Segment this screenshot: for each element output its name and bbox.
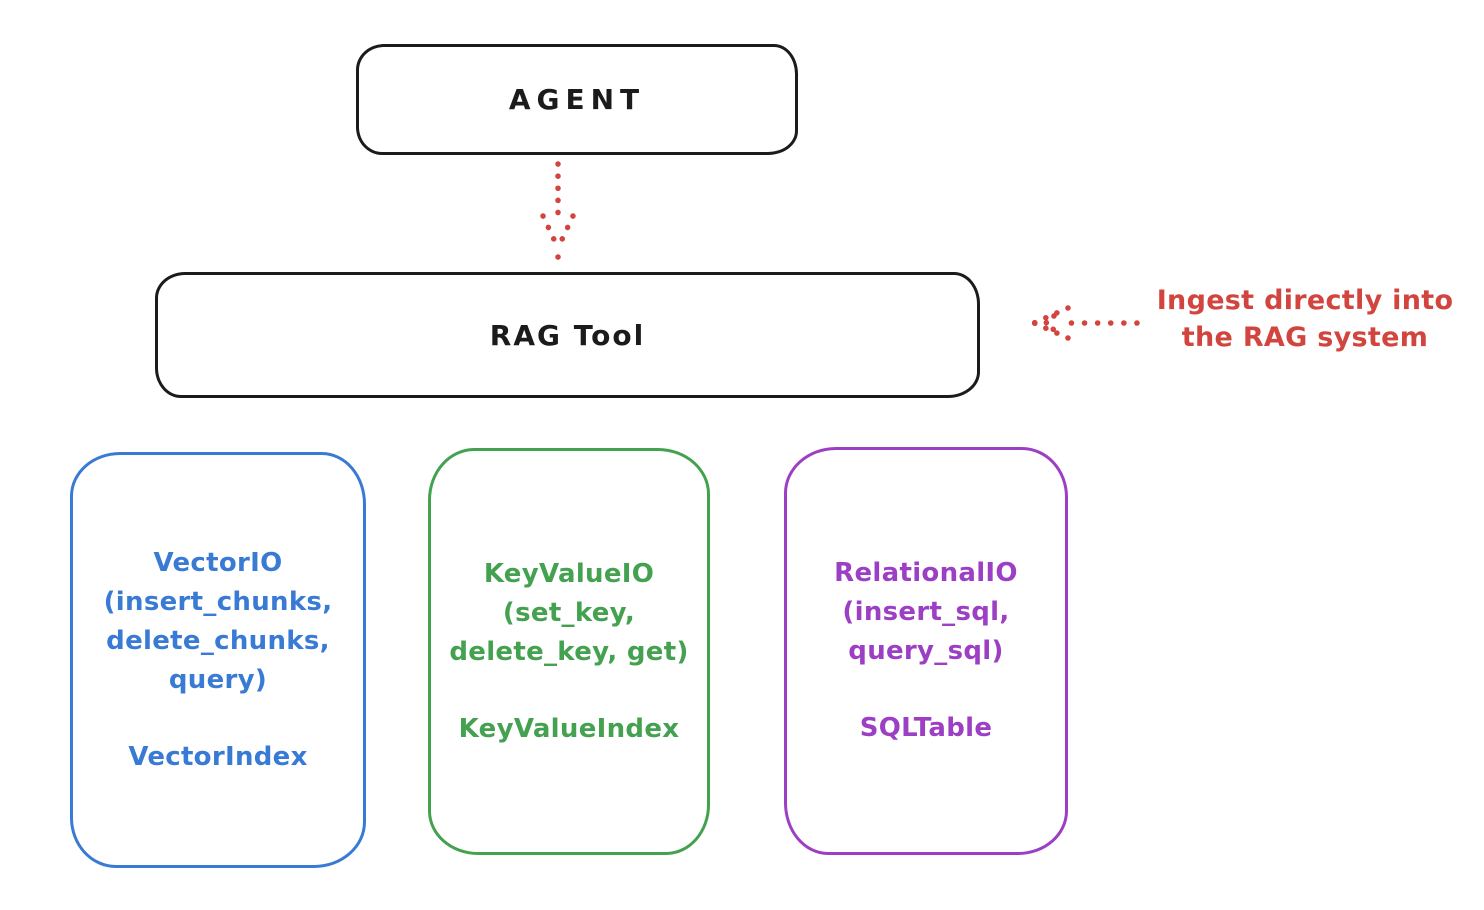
rag-tool-node: RAG Tool [155,272,980,398]
vector-io-title: VectorIO [153,547,283,578]
dotted-left-arrow-icon [1031,305,1140,341]
keyvalue-io-params-line1: (set_key, [502,597,636,628]
relational-io-node: RelationalIO (insert_sql, query_sql) SQL… [784,447,1068,855]
keyvalue-io-node: KeyValueIO (set_key, delete_key, get) Ke… [428,448,710,855]
keyvalue-index-label: KeyValueIndex [458,713,680,744]
relational-io-params-line1: (insert_sql, [842,597,1010,627]
vector-io-params-line1: (insert_chunks, [103,586,333,617]
ingest-annotation-line1: Ingest directly into [1156,285,1454,316]
agent-node: AGENT [356,44,798,155]
keyvalue-io-title: KeyValueIO [483,558,655,589]
ingest-annotation: Ingest directly into the RAG system [1138,282,1472,356]
ingest-annotation-line2: the RAG system [1181,322,1429,353]
relational-io-params-line2: query_sql) [848,636,1004,666]
vector-index-label: VectorIndex [128,741,308,772]
vector-io-node: VectorIO (insert_chunks, delete_chunks, … [70,452,366,868]
dotted-down-arrow-icon [540,161,576,260]
sql-table-label: SQLTable [859,713,993,743]
vector-io-params-line2: delete_chunks, [106,625,330,656]
vector-io-params-line3: query) [168,664,268,695]
agent-label: AGENT [508,83,646,116]
relational-io-title: RelationalIO [834,558,1018,588]
rag-tool-label: RAG Tool [489,318,646,352]
keyvalue-io-params-line2: delete_key, get) [449,636,689,667]
